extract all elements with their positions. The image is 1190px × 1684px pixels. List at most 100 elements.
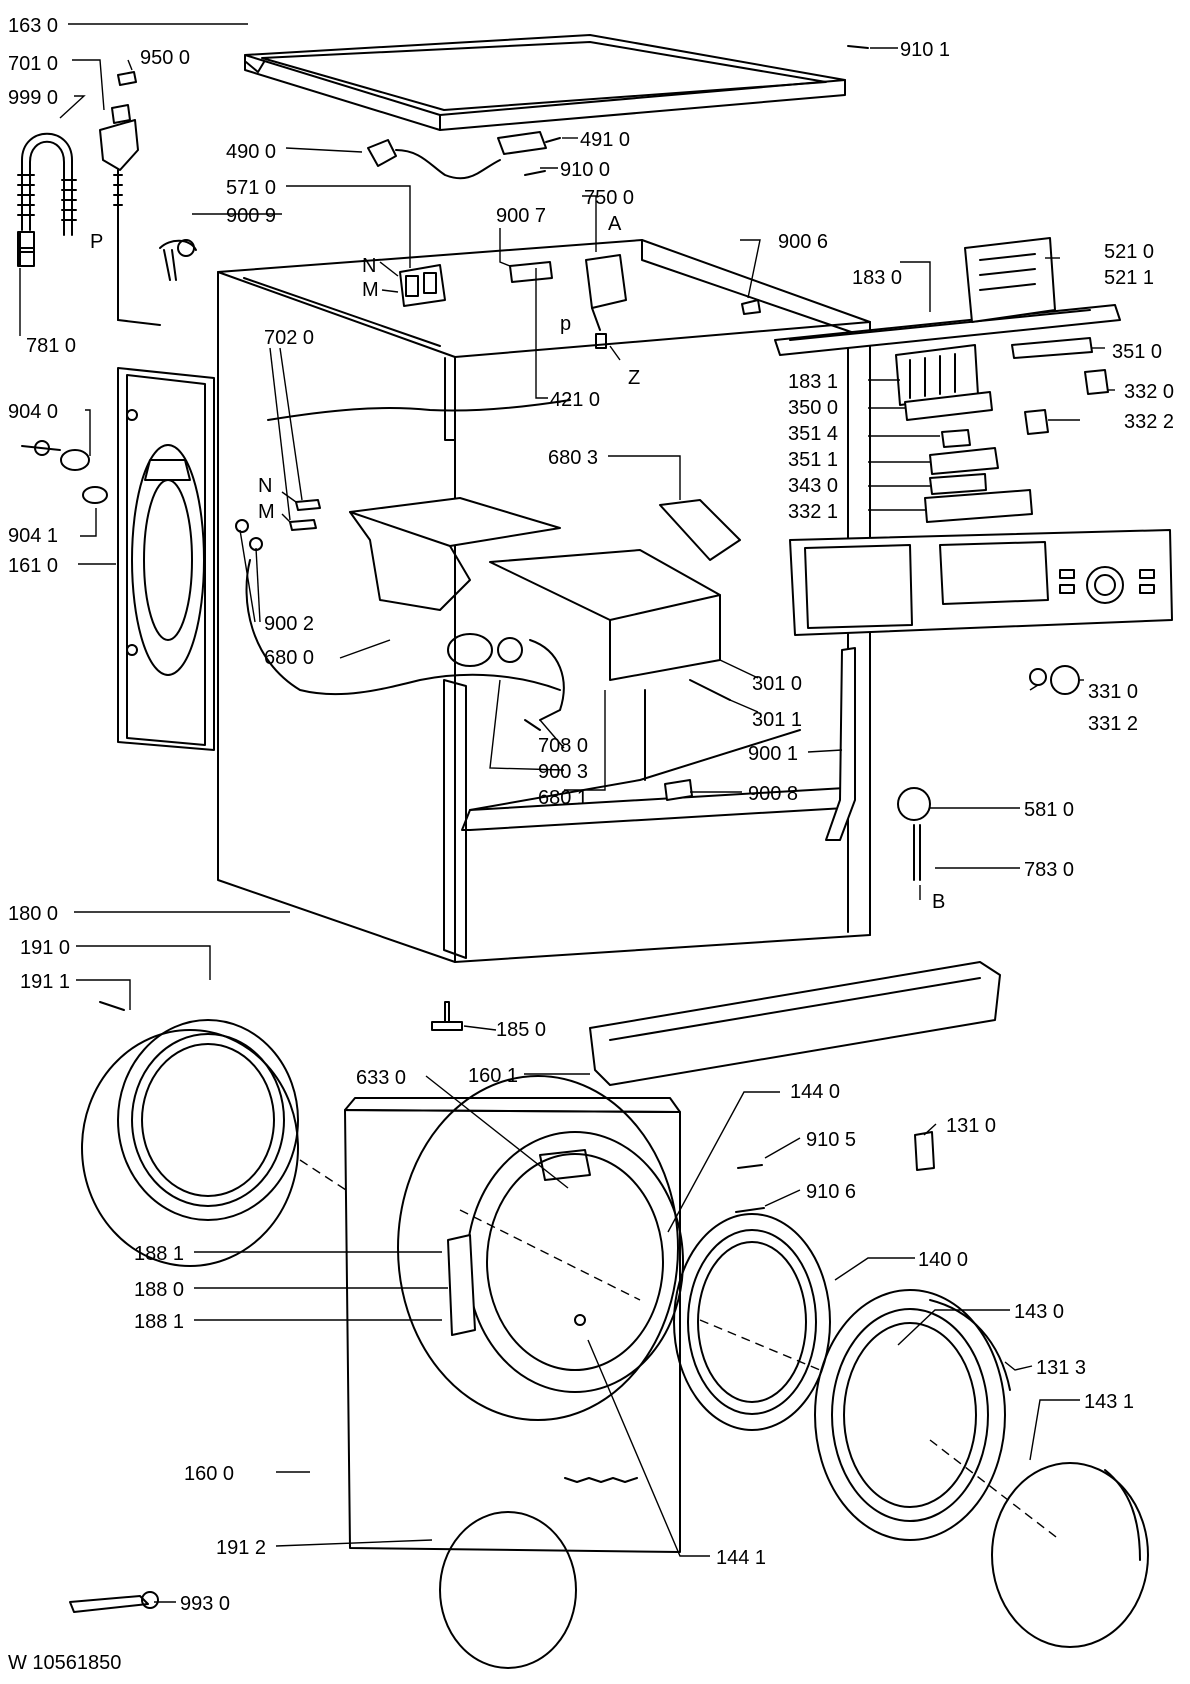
front-panel-part xyxy=(344,1075,684,1553)
part-label: 900 1 xyxy=(748,743,798,765)
part-label: 900 8 xyxy=(748,783,798,805)
part-label: 633 0 xyxy=(356,1067,406,1089)
hinge-part xyxy=(914,1131,935,1171)
part-label: P xyxy=(90,231,103,253)
valve-tips-part xyxy=(289,499,321,531)
part-label: 332 1 xyxy=(788,501,838,523)
part-label: 750 0 xyxy=(584,187,634,209)
part-label: 421 0 xyxy=(550,389,600,411)
part-label: N xyxy=(362,255,376,277)
part-label: 332 0 xyxy=(1124,381,1174,403)
screw-910-6-part xyxy=(735,1207,765,1213)
spring-part xyxy=(564,1477,638,1483)
lower-ring-part xyxy=(439,1511,577,1669)
part-label: 343 0 xyxy=(788,475,838,497)
part-label: 183 0 xyxy=(852,267,902,289)
part-label: 708 0 xyxy=(538,735,588,757)
part-label: 680 3 xyxy=(548,447,598,469)
door-lock-part xyxy=(447,1234,476,1336)
screw-910-1-part xyxy=(847,45,869,49)
part-label: 301 1 xyxy=(752,709,802,731)
part-label: 900 3 xyxy=(538,761,588,783)
part-label: 331 2 xyxy=(1088,713,1138,735)
part-label: 701 0 xyxy=(8,53,58,75)
part-label: 301 0 xyxy=(752,673,802,695)
part-label: N xyxy=(258,475,272,497)
part-label: 163 0 xyxy=(8,15,58,37)
inlet-hose-part xyxy=(17,132,77,267)
clip-900-8-part xyxy=(664,779,693,801)
part-label: 781 0 xyxy=(26,335,76,357)
part-label: 131 0 xyxy=(946,1115,996,1137)
cap-part xyxy=(117,71,137,86)
timer-part xyxy=(897,787,931,881)
button-bar-part xyxy=(924,489,1033,523)
main-board-part xyxy=(964,237,1056,323)
part-label: 188 1 xyxy=(134,1311,184,1333)
part-label: 183 1 xyxy=(788,371,838,393)
part-label: 351 1 xyxy=(788,449,838,471)
cabinet-frame-part xyxy=(217,239,871,963)
part-label: 185 0 xyxy=(496,1019,546,1041)
hinge-cover-part xyxy=(929,1299,1011,1391)
part-label: 910 0 xyxy=(560,159,610,181)
part-label: 191 1 xyxy=(20,971,70,993)
part-label: 180 0 xyxy=(8,903,58,925)
rear-panel-part xyxy=(117,367,215,751)
part-label: 581 0 xyxy=(1024,799,1074,821)
part-label: 161 0 xyxy=(8,555,58,577)
part-label: 521 0 xyxy=(1104,241,1154,263)
part-label: 680 0 xyxy=(264,647,314,669)
water-valve-part xyxy=(399,264,446,307)
part-label: 160 1 xyxy=(468,1065,518,1087)
top-cover-part xyxy=(244,34,846,131)
screw-910-5-part xyxy=(737,1164,763,1169)
part-label: 900 2 xyxy=(264,613,314,635)
switch-332-0-part xyxy=(1084,369,1109,395)
part-label: 191 0 xyxy=(20,937,70,959)
seal-904-1-part xyxy=(82,486,108,504)
part-label: 332 2 xyxy=(1124,411,1174,433)
pressure-switch-part xyxy=(585,254,627,349)
door-glass-part xyxy=(991,1462,1149,1648)
part-label: p xyxy=(560,313,571,335)
part-label: 140 0 xyxy=(918,1249,968,1271)
part-label: M xyxy=(362,279,379,301)
part-label: 490 0 xyxy=(226,141,276,163)
part-label: 331 0 xyxy=(1088,681,1138,703)
part-label: 350 0 xyxy=(788,397,838,419)
part-label: Z xyxy=(628,367,640,389)
part-label: 904 1 xyxy=(8,525,58,547)
dispenser-housing-part xyxy=(349,497,561,667)
part-label: 900 9 xyxy=(226,205,276,227)
suppressor-part xyxy=(497,131,561,155)
knob-part xyxy=(1029,665,1080,695)
label-strip-part xyxy=(904,391,993,421)
part-label: 950 0 xyxy=(140,47,190,69)
part-label: 571 0 xyxy=(226,177,276,199)
part-label: B xyxy=(932,891,945,913)
part-label: 160 0 xyxy=(184,1463,234,1485)
led-strip-part xyxy=(1011,337,1093,359)
foot-part xyxy=(431,1001,463,1031)
part-label: 144 0 xyxy=(790,1081,840,1103)
part-label: 904 0 xyxy=(8,401,58,423)
part-label: 521 1 xyxy=(1104,267,1154,289)
hose-clamp-part xyxy=(117,214,197,326)
part-label: 702 0 xyxy=(264,327,314,349)
part-label: 191 2 xyxy=(216,1537,266,1559)
document-code: W 10561850 xyxy=(8,1652,122,1674)
door-ring-part xyxy=(81,1001,299,1267)
part-label: 910 1 xyxy=(900,39,950,61)
part-680-3 xyxy=(659,499,741,561)
tool-part xyxy=(69,1591,159,1613)
part-label: 910 6 xyxy=(806,1181,856,1203)
part-label: A xyxy=(608,213,622,235)
axis-lines xyxy=(299,1159,1061,1541)
filter-part xyxy=(509,261,553,283)
bellows-hose-part xyxy=(497,637,565,731)
part-label: 491 0 xyxy=(580,129,630,151)
part-label: 900 7 xyxy=(496,205,546,227)
part-label: 900 6 xyxy=(778,231,828,253)
